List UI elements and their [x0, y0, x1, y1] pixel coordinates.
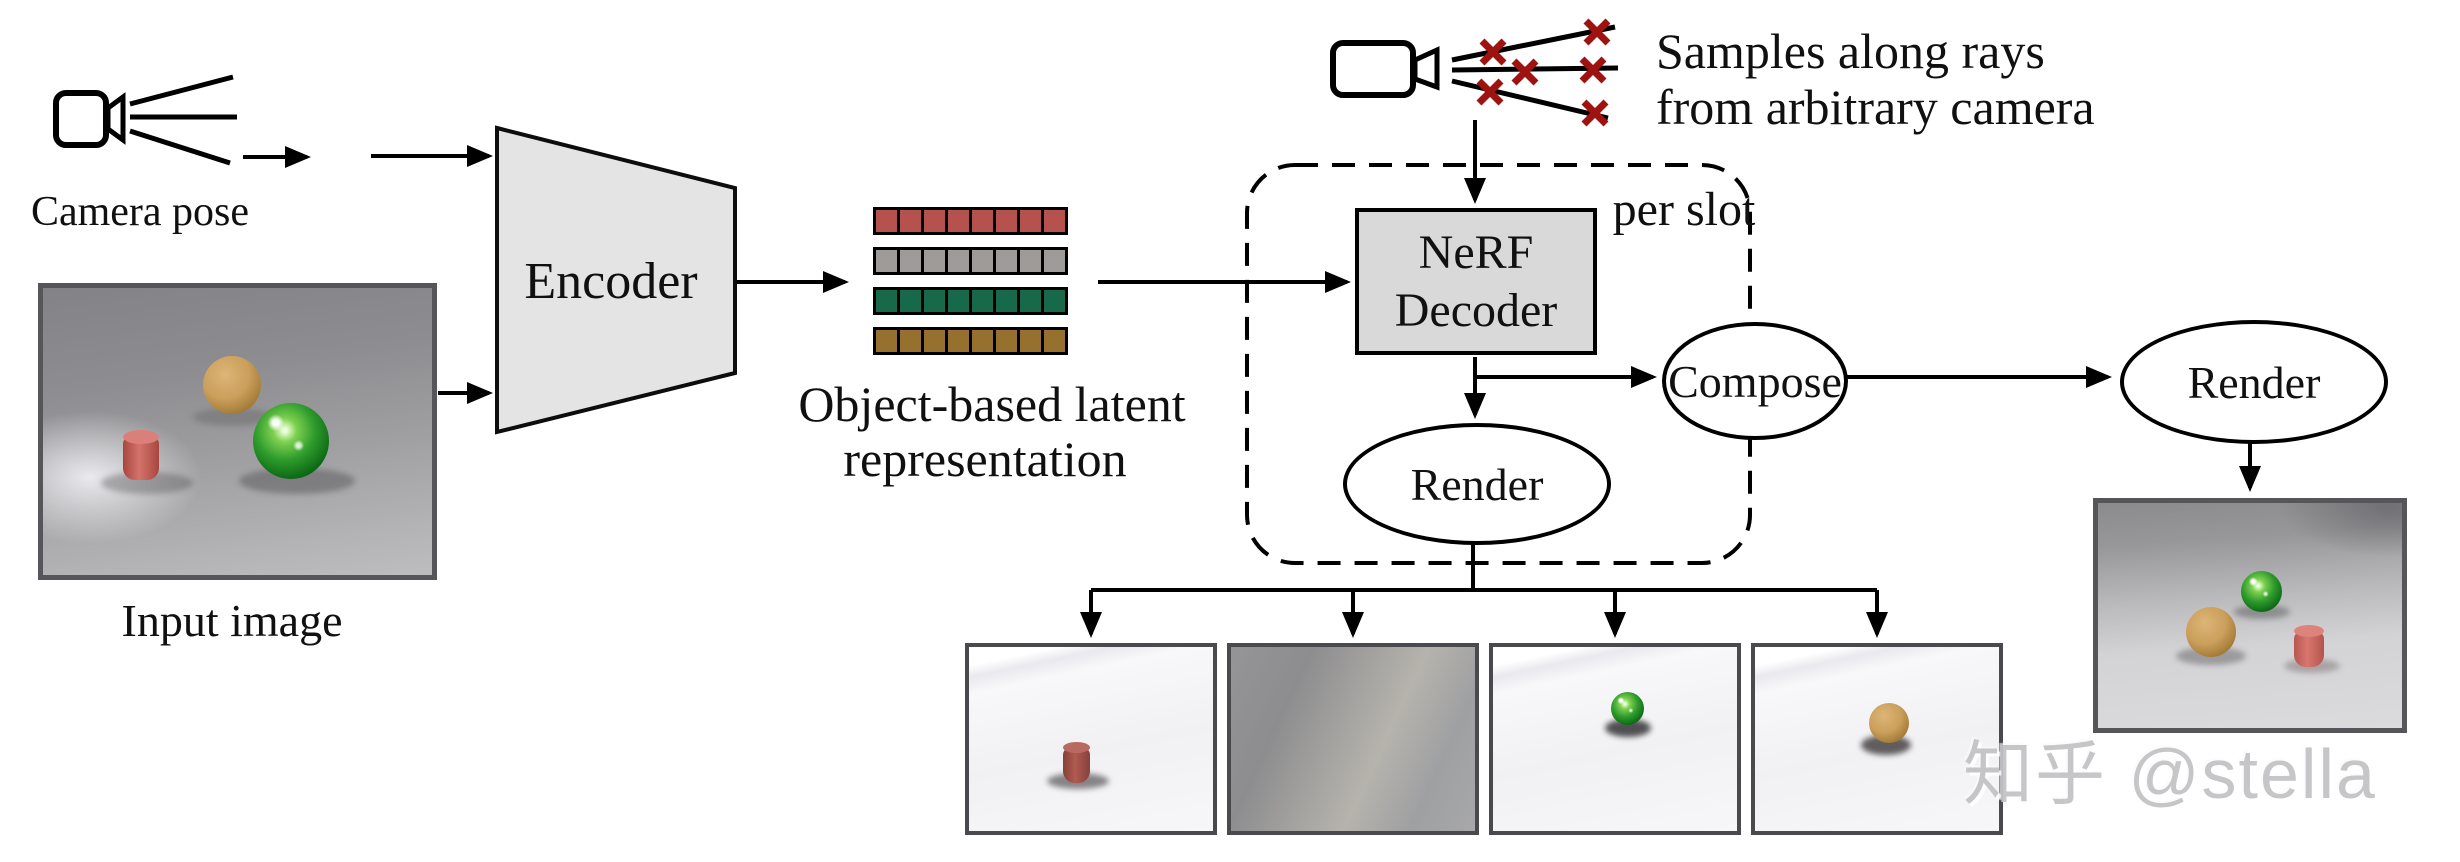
arbitrary-camera-icon [1330, 24, 1619, 121]
latent-cell [945, 287, 972, 315]
nerf-decoder-line2: Decoder [1394, 283, 1558, 337]
compose-node: Compose [1662, 322, 1848, 440]
latent-cell [921, 327, 948, 355]
ray-sample-x-markers [1476, 18, 1611, 127]
latent-cell [873, 287, 900, 315]
latent-cell [969, 247, 996, 275]
latent-row-slot-red-cylinder [873, 207, 1090, 235]
red-cylinder [1063, 747, 1090, 783]
latent-cell [897, 207, 924, 235]
latent-cell [921, 247, 948, 275]
samples-caption-line2: from arbitrary camera [1656, 79, 2095, 135]
latent-cell [897, 247, 924, 275]
latent-cell [1041, 207, 1068, 235]
encoder-label: Encoder [524, 253, 698, 310]
slot-image-background [1227, 643, 1479, 835]
red-cylinder [2294, 631, 2324, 667]
input-image-label: Input image [121, 595, 343, 646]
tan-sphere-shadow [193, 408, 273, 426]
latent-cell [1017, 247, 1044, 275]
tan-sphere [2186, 607, 2236, 657]
compose-label: Compose [1668, 355, 1842, 407]
latent-cell [1017, 327, 1044, 355]
latent-cell [1017, 287, 1044, 315]
slot-render-node: Render [1343, 423, 1611, 545]
latent-cell [969, 207, 996, 235]
tan-sphere [1869, 703, 1909, 743]
input-image [38, 283, 437, 580]
per-slot-label: per slot [1612, 183, 1756, 236]
latent-cell [1017, 207, 1044, 235]
latent-cell [921, 287, 948, 315]
green-sphere [253, 403, 329, 479]
red-cylinder-top [123, 430, 159, 444]
latent-row-slot-gray-background [873, 247, 1090, 275]
latent-cell [993, 287, 1020, 315]
latent-cell [993, 207, 1020, 235]
cylinder-shadow [101, 472, 193, 494]
camera-pose-icon [53, 74, 237, 166]
latent-caption-line2: representation [843, 431, 1127, 487]
slot-scene-background [1231, 647, 1475, 831]
latent-cell [945, 247, 972, 275]
input-scene [43, 288, 432, 575]
latent-cell [993, 247, 1020, 275]
latent-row-slot-green-ball [873, 287, 1090, 315]
final-composed-image [2093, 498, 2407, 733]
final-scene [2098, 503, 2402, 728]
latent-cell [993, 327, 1020, 355]
slot-scene-cylinder [969, 647, 1213, 831]
samples-caption: Samples along rays from arbitrary camera [1656, 23, 2095, 135]
object-latent-grid [873, 207, 1090, 367]
latent-cell [873, 207, 900, 235]
latent-cell [897, 327, 924, 355]
slot-image-brown-ball [1751, 643, 2003, 835]
green-sphere-shadow [1605, 719, 1651, 737]
slot-render-label: Render [1410, 458, 1544, 510]
nerf-decoder-line1: NeRF [1418, 225, 1534, 279]
slot-scene-brown-ball [1755, 647, 1999, 831]
final-render-label: Render [2187, 356, 2321, 408]
green-sphere [1611, 692, 1644, 725]
slot-image-green-ball [1489, 643, 1741, 835]
green-sphere [2241, 571, 2282, 612]
nerf-decoder-box: NeRF Decoder [1355, 208, 1597, 355]
samples-caption-line1: Samples along rays [1656, 23, 2045, 79]
red-cylinder-top [2294, 625, 2324, 637]
latent-cell [921, 207, 948, 235]
latent-cell [969, 287, 996, 315]
encoder-shape [495, 125, 737, 435]
green-sphere-shadow [2234, 605, 2290, 619]
latent-cell [897, 287, 924, 315]
watermark: 知乎 @stella [1963, 735, 2377, 813]
red-cylinder-top [1063, 742, 1090, 753]
latent-cell [945, 327, 972, 355]
latent-cell [969, 327, 996, 355]
final-render-node: Render [2120, 320, 2388, 444]
latent-caption-line1: Object-based latent [798, 376, 1186, 432]
latent-cell [1041, 287, 1068, 315]
slot-image-cylinder [965, 643, 1217, 835]
tan-sphere [203, 356, 261, 414]
render-distribution-lines [1080, 537, 1888, 638]
latent-row-slot-brown-ball [873, 327, 1090, 355]
camera-pose-label: Camera pose [30, 189, 250, 235]
latent-cell [945, 207, 972, 235]
latent-cell [1041, 327, 1068, 355]
latent-cell [873, 327, 900, 355]
slot-scene-green-ball [1493, 647, 1737, 831]
latent-cell [1041, 247, 1068, 275]
latent-cell [873, 247, 900, 275]
